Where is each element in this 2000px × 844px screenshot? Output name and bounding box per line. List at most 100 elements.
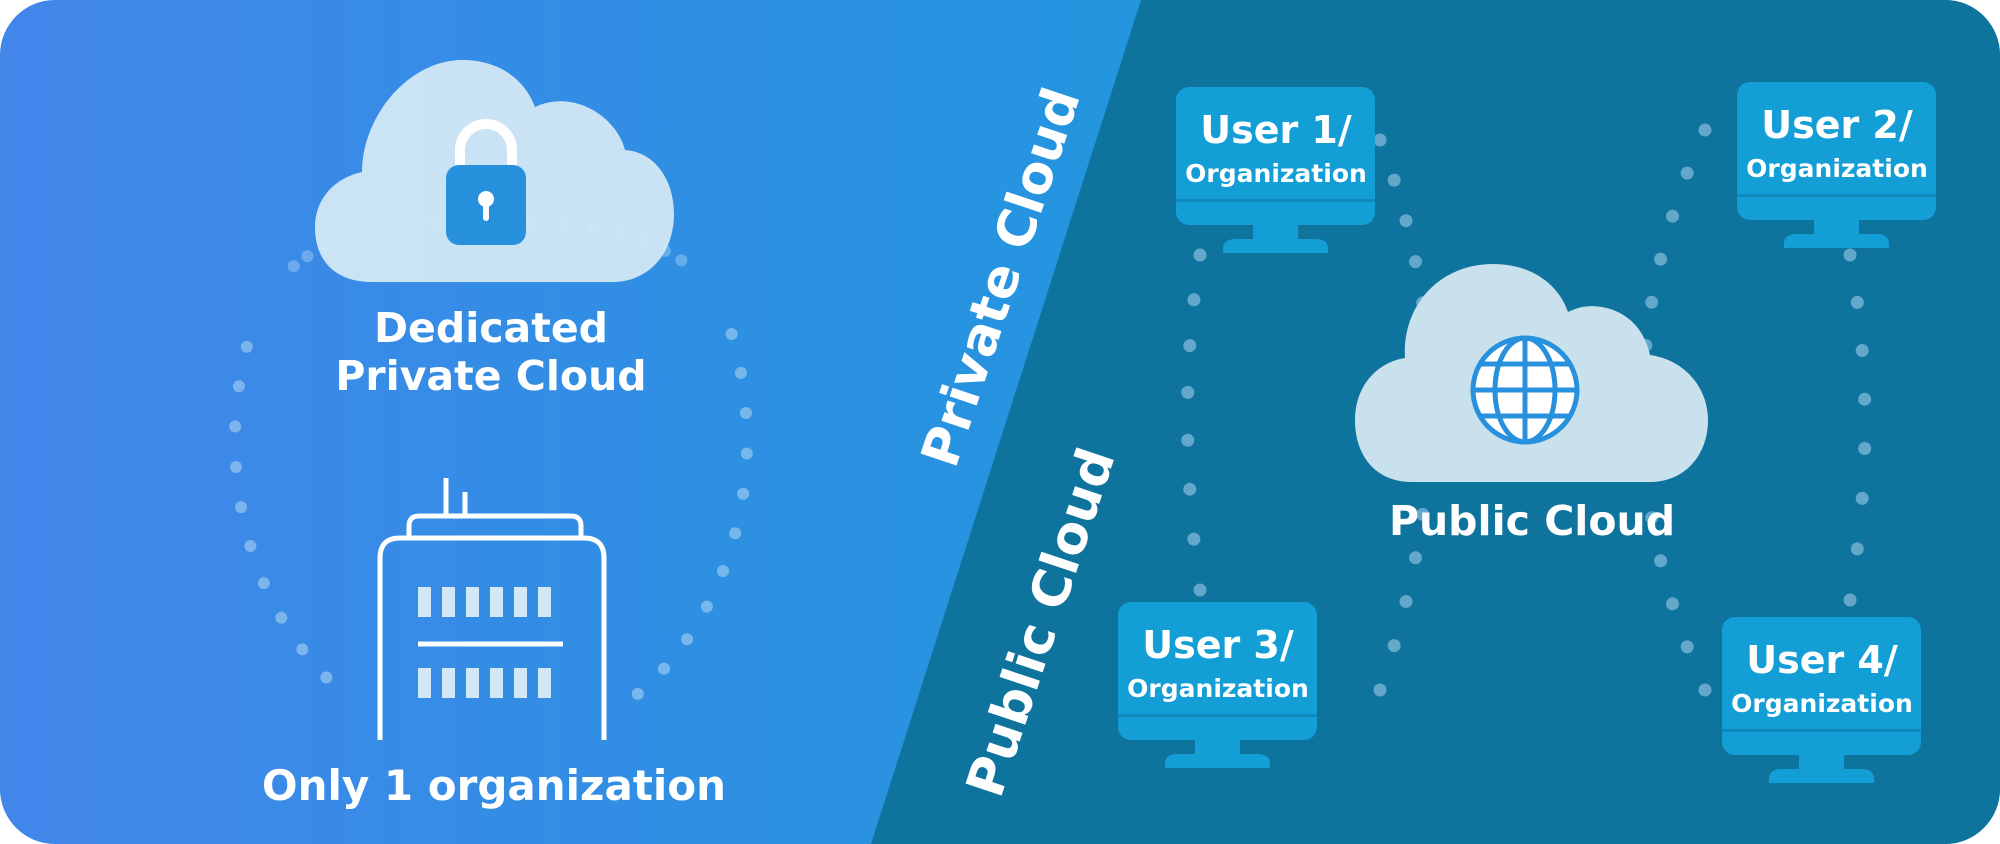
building-window xyxy=(490,668,503,698)
ring-dot xyxy=(658,662,670,675)
connection-dot xyxy=(1680,166,1694,180)
ring-dot xyxy=(734,366,747,379)
ring-dot xyxy=(729,527,742,540)
connection-dot xyxy=(1680,640,1694,654)
ring-dot xyxy=(725,328,738,340)
monitor-divider xyxy=(1176,199,1375,202)
connection-dot xyxy=(1858,442,1872,455)
monitor-neck xyxy=(1814,218,1859,236)
monitor-divider xyxy=(1722,729,1921,732)
organization-label: Organization xyxy=(1127,674,1309,703)
public-cloud-title: Public Cloud xyxy=(1389,497,1675,545)
building-window xyxy=(514,587,527,617)
connection-dot xyxy=(1399,214,1413,228)
building-window xyxy=(418,587,431,617)
building-window xyxy=(490,587,503,617)
public-cloud-icon xyxy=(1355,264,1708,482)
ring-dot xyxy=(287,260,300,273)
ring-dot xyxy=(700,600,713,613)
ring-dot xyxy=(296,643,309,656)
connection-dot xyxy=(1850,295,1864,309)
connection-dot xyxy=(1698,123,1712,137)
organization-label: Organization xyxy=(1731,689,1913,718)
monitor-base xyxy=(1223,239,1328,253)
building-caption: Only 1 organization xyxy=(262,761,726,810)
connection-dot xyxy=(1387,173,1401,187)
connection-dot xyxy=(1181,433,1195,447)
connection-dot xyxy=(1645,295,1659,309)
building-window xyxy=(442,668,455,698)
connection-dot xyxy=(1666,209,1679,223)
ring-dot xyxy=(740,407,752,419)
ring-dot xyxy=(740,447,753,460)
user-monitor-1: User 1/Organization xyxy=(1176,87,1375,253)
user-label: User 2/ xyxy=(1761,103,1913,147)
building-window xyxy=(538,587,551,617)
connection-dot xyxy=(1193,248,1207,262)
connection-dot xyxy=(1654,252,1668,266)
office-building-icon xyxy=(377,478,607,740)
connection-dot xyxy=(1843,248,1857,262)
private-cloud-icon xyxy=(315,60,674,282)
ring-dot xyxy=(681,633,694,646)
connection-dot xyxy=(1855,344,1869,357)
monitor-base xyxy=(1784,234,1889,248)
connection-dot xyxy=(1187,532,1201,546)
building-window xyxy=(514,668,527,698)
ring-dot xyxy=(257,577,270,590)
ring-dot xyxy=(737,487,750,500)
user-monitor-2: User 2/Organization xyxy=(1737,82,1936,248)
monitor-neck xyxy=(1799,753,1844,771)
building-window xyxy=(418,668,431,698)
connection-dot xyxy=(1399,595,1413,608)
ring-dot xyxy=(229,420,242,433)
connection-dot xyxy=(1850,542,1864,556)
connection-dot xyxy=(1654,554,1668,568)
ring-dot xyxy=(232,380,245,393)
connection-dot xyxy=(1666,597,1679,611)
monitor-divider xyxy=(1737,194,1936,197)
ring-dot xyxy=(717,565,729,577)
ring-dot xyxy=(675,254,688,267)
monitor-divider xyxy=(1118,714,1317,717)
ring-dot xyxy=(320,671,333,684)
globe-icon xyxy=(1470,335,1580,445)
organization-label: Organization xyxy=(1185,159,1367,188)
ring-dot xyxy=(235,501,248,514)
monitor-screen xyxy=(1722,617,1921,755)
connection-dot xyxy=(1698,683,1712,697)
organization-label: Organization xyxy=(1746,154,1928,183)
building-window xyxy=(466,587,479,617)
ring-dot xyxy=(631,687,644,700)
connection-dot xyxy=(1183,482,1197,496)
monitor-neck xyxy=(1195,738,1240,756)
private-cloud-title-line1: Dedicated xyxy=(374,304,608,352)
ring-dot xyxy=(275,611,288,624)
ring-dot xyxy=(301,250,314,263)
connection-dot xyxy=(1409,551,1422,565)
monitor-neck xyxy=(1253,223,1298,241)
monitor-screen xyxy=(1737,82,1936,220)
user-label: User 1/ xyxy=(1200,108,1352,152)
monitor-base xyxy=(1165,754,1270,768)
connection-dot xyxy=(1183,339,1197,353)
ring-dot xyxy=(244,540,257,552)
monitor-screen xyxy=(1118,602,1317,740)
connection-dot xyxy=(1645,511,1659,525)
ring-dot xyxy=(230,461,242,473)
connection-dot xyxy=(1387,639,1401,653)
user-label: User 4/ xyxy=(1746,638,1898,682)
private-cloud-title-line2: Private Cloud xyxy=(335,352,646,400)
user-monitor-3: User 3/Organization xyxy=(1118,602,1317,768)
building-window xyxy=(538,668,551,698)
monitor-base xyxy=(1769,769,1874,783)
public-dotted-connections xyxy=(1181,123,1872,697)
ring-dot xyxy=(240,340,253,353)
connection-dot xyxy=(1187,293,1201,307)
building-window xyxy=(466,668,479,698)
connection-dot xyxy=(1855,491,1869,505)
connection-dot xyxy=(1373,683,1387,697)
connection-dot xyxy=(1416,507,1430,521)
